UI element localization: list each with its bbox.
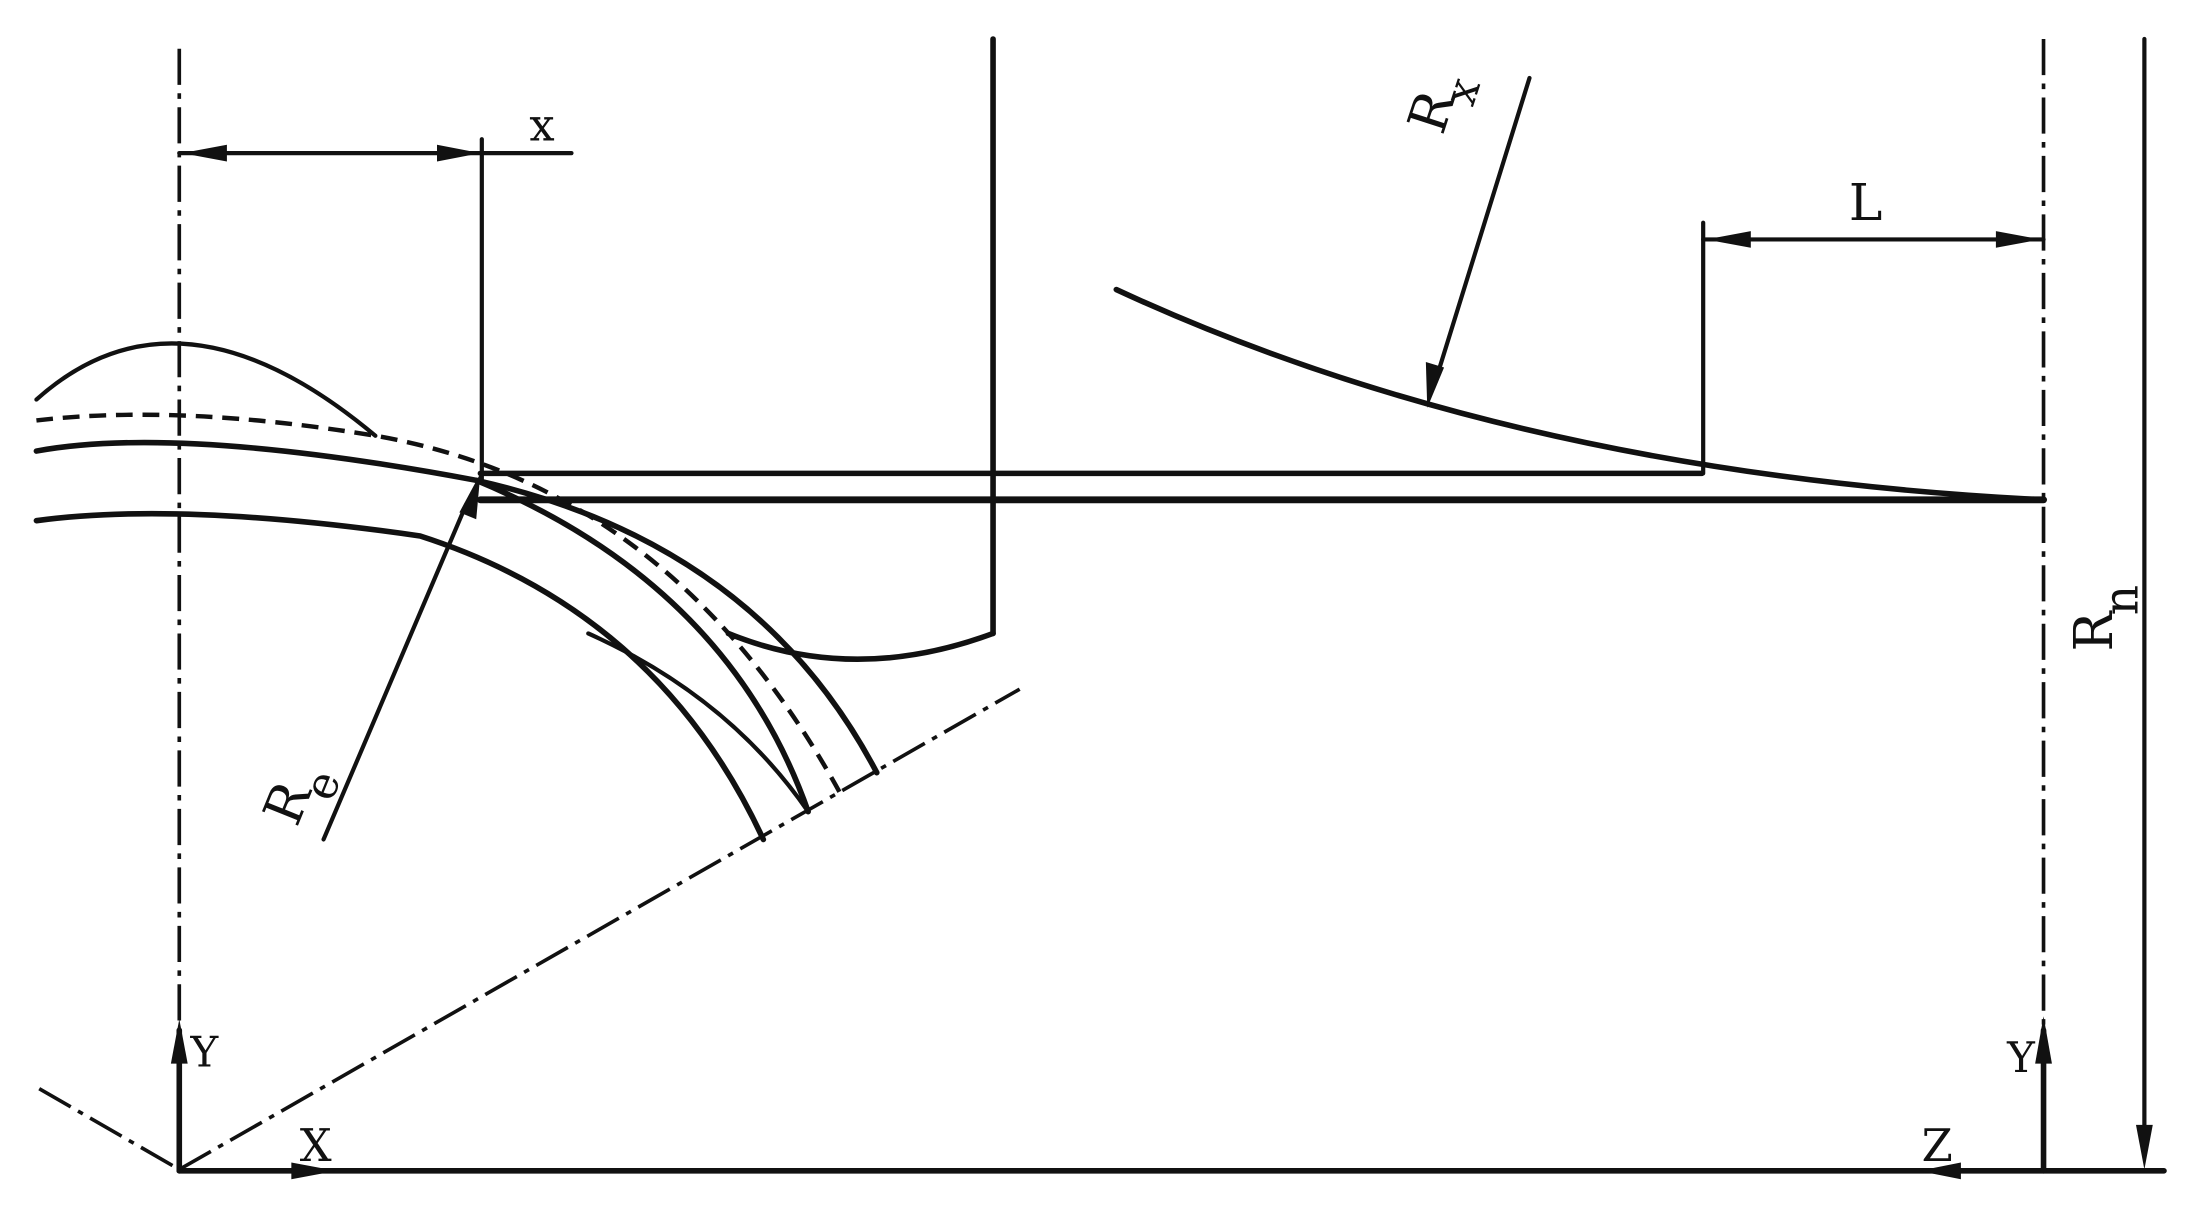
re-leader-line <box>321 501 469 842</box>
z-axis-label: Z <box>1922 1120 1953 1172</box>
x-axis-arrowhead <box>291 1162 337 1180</box>
right-y-axis-arrowhead <box>2035 1016 2052 1064</box>
rn-label: R n <box>2063 585 2149 652</box>
z-axis-arrowhead <box>1918 1162 1961 1180</box>
re-label: R e <box>251 763 351 833</box>
profile-curve-1 <box>33 439 880 776</box>
lower-left-construction-line <box>38 1087 181 1172</box>
x-dimension-arrowhead-right <box>437 144 481 162</box>
rx-leader-line <box>1434 75 1532 378</box>
tool-bottom-arc <box>725 630 996 662</box>
diagonal-construction-line <box>178 687 1021 1172</box>
left-y-axis-label: Y <box>189 1028 219 1077</box>
l-dimension-label: L <box>1849 173 1882 232</box>
profile-curve-3 <box>33 510 767 843</box>
left-y-axis-arrowhead <box>170 1019 188 1064</box>
right-y-axis-label: Y <box>2006 1033 2036 1082</box>
rx-leader-arrowhead <box>1425 361 1445 408</box>
rx-curve <box>1113 286 2047 503</box>
profile-curve-4 <box>586 631 811 814</box>
rn-label-subscript: n <box>2094 585 2149 615</box>
rn-label-base: R <box>2063 610 2125 652</box>
re-leader-arrowhead <box>459 473 481 520</box>
dashed-pitch-curve <box>36 412 843 795</box>
l-dimension-arrowhead-right <box>1995 231 2041 248</box>
x-dimension-label: x <box>529 100 554 152</box>
profile-curve-2 <box>473 477 811 815</box>
rn-dimension-arrowhead <box>2135 1124 2153 1170</box>
x-axis-label: X <box>300 1120 332 1172</box>
rx-label: R x <box>1396 72 1491 141</box>
l-dimension-arrowhead-left <box>1705 231 1751 248</box>
outer-tooth-curve <box>34 341 378 438</box>
x-dimension-arrowhead-left <box>182 144 227 162</box>
